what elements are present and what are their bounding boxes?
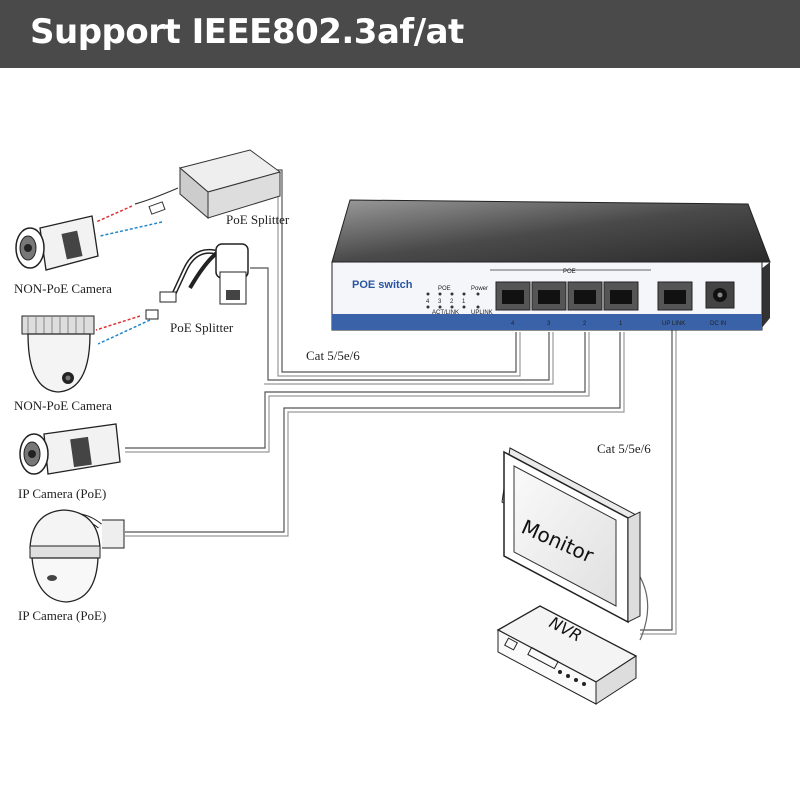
banner-title: Support IEEE802.3af/at bbox=[30, 12, 464, 52]
led-panel: POE Power 4 3 2 1 ACT/LINK UPLINK bbox=[426, 286, 493, 316]
cable-port2-ip-camera-1 bbox=[125, 332, 586, 449]
poe-splitter-box-label: PoE Splitter bbox=[226, 212, 290, 227]
port-label-1: 1 bbox=[619, 321, 623, 327]
ip-camera-2-label: IP Camera (PoE) bbox=[18, 608, 106, 623]
led-number-2: 2 bbox=[450, 299, 454, 305]
cable-label-right: Cat 5/5e/6 bbox=[597, 441, 651, 456]
poe-ports bbox=[495, 281, 639, 311]
port-label-4: 4 bbox=[511, 321, 515, 327]
monitor: Monitor bbox=[501, 447, 641, 624]
switch-name: POE switch bbox=[352, 279, 413, 291]
led-poe-label: POE bbox=[438, 286, 451, 292]
poe-splitter-box: PoE Splitter bbox=[148, 149, 290, 227]
led-actlink-label: ACT/LINK bbox=[432, 310, 459, 316]
poe-switch: POE switch POE Power 4 3 2 1 ACT/LINK UP… bbox=[331, 199, 771, 331]
poe-splitter-cable-label: PoE Splitter bbox=[170, 320, 234, 335]
non-poe-camera-2: NON-PoE Camera bbox=[14, 315, 112, 413]
led-number-3: 3 bbox=[438, 299, 442, 305]
led-uplink-label: UPLINK bbox=[471, 310, 493, 316]
cable-label-left: Cat 5/5e/6 bbox=[306, 348, 360, 363]
port-label-3: 3 bbox=[547, 321, 551, 327]
cable-port1-ip-camera-2 bbox=[125, 332, 621, 533]
poe-group-label: POE bbox=[563, 269, 576, 275]
switch-top-face bbox=[331, 199, 771, 263]
ip-camera-2: IP Camera (PoE) bbox=[18, 509, 125, 623]
uplink-label: UP LINK bbox=[662, 321, 685, 327]
port-label-2: 2 bbox=[583, 321, 587, 327]
non-poe-camera-2-label: NON-PoE Camera bbox=[14, 398, 112, 413]
ip-camera-1-label: IP Camera (PoE) bbox=[18, 486, 106, 501]
led-number-1: 1 bbox=[462, 299, 466, 305]
cables bbox=[95, 169, 677, 641]
non-poe-camera-1: NON-PoE Camera bbox=[14, 215, 112, 296]
header-banner: Support IEEE802.3af/at bbox=[0, 0, 800, 68]
cable-uplink-nvr bbox=[640, 312, 673, 631]
led-power-label: Power bbox=[471, 286, 488, 292]
ip-camera-1: IP Camera (PoE) bbox=[18, 423, 121, 501]
cable-port3-splitter-cable bbox=[250, 267, 550, 381]
poe-splitter-cable: PoE Splitter bbox=[145, 243, 249, 335]
dc-in-label: DC IN bbox=[710, 321, 726, 327]
nvr: NVR bbox=[496, 605, 638, 705]
led-number-4: 4 bbox=[426, 299, 430, 305]
non-poe-camera-1-label: NON-PoE Camera bbox=[14, 281, 112, 296]
